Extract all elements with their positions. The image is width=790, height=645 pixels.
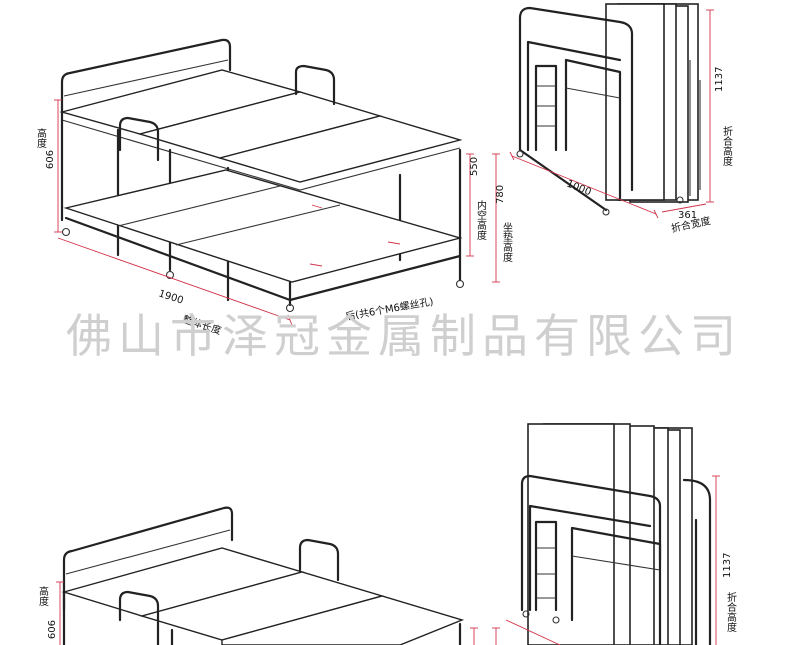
bottom-folded-dimensions [505, 475, 720, 645]
bottom-bed-dimensions [56, 581, 500, 645]
folded-depth-value: 1000 [565, 179, 593, 199]
folded-height-value: 1137 [714, 67, 725, 92]
top-folded-drawing [516, 3, 701, 216]
top-bed-dimensions [54, 99, 500, 326]
bottom-folded-labels: 1137 折合高度 [722, 553, 737, 633]
bottom-height-label: 高度 [37, 585, 49, 607]
length-value: 1900 [157, 288, 185, 306]
height-value: 909 [43, 150, 54, 169]
inner-label: 内空高度 [475, 199, 487, 241]
top-bed-drawing [59, 38, 465, 313]
bottom-height-value: 909 [45, 620, 56, 639]
inner-value: 550 [469, 157, 480, 176]
seat-value: 780 [495, 185, 506, 204]
top-folded-dimensions [509, 9, 714, 219]
folded-width-value: 361 [678, 210, 697, 221]
seat-label: 坐垫高度 [501, 222, 513, 263]
bottom-folded-height-label: 折合高度 [725, 591, 737, 633]
bottom-bed-labels: 高度 909 [37, 585, 57, 639]
folded-height-label: 折合高度 [721, 125, 733, 167]
bottom-bed-drawing [61, 506, 465, 645]
bottom-folded-drawing [520, 423, 712, 645]
company-watermark: 佛山市泽冠金属制品有限公司 [66, 309, 742, 363]
height-label: 高度 [35, 127, 47, 149]
bottom-folded-height-value: 1137 [722, 553, 733, 578]
